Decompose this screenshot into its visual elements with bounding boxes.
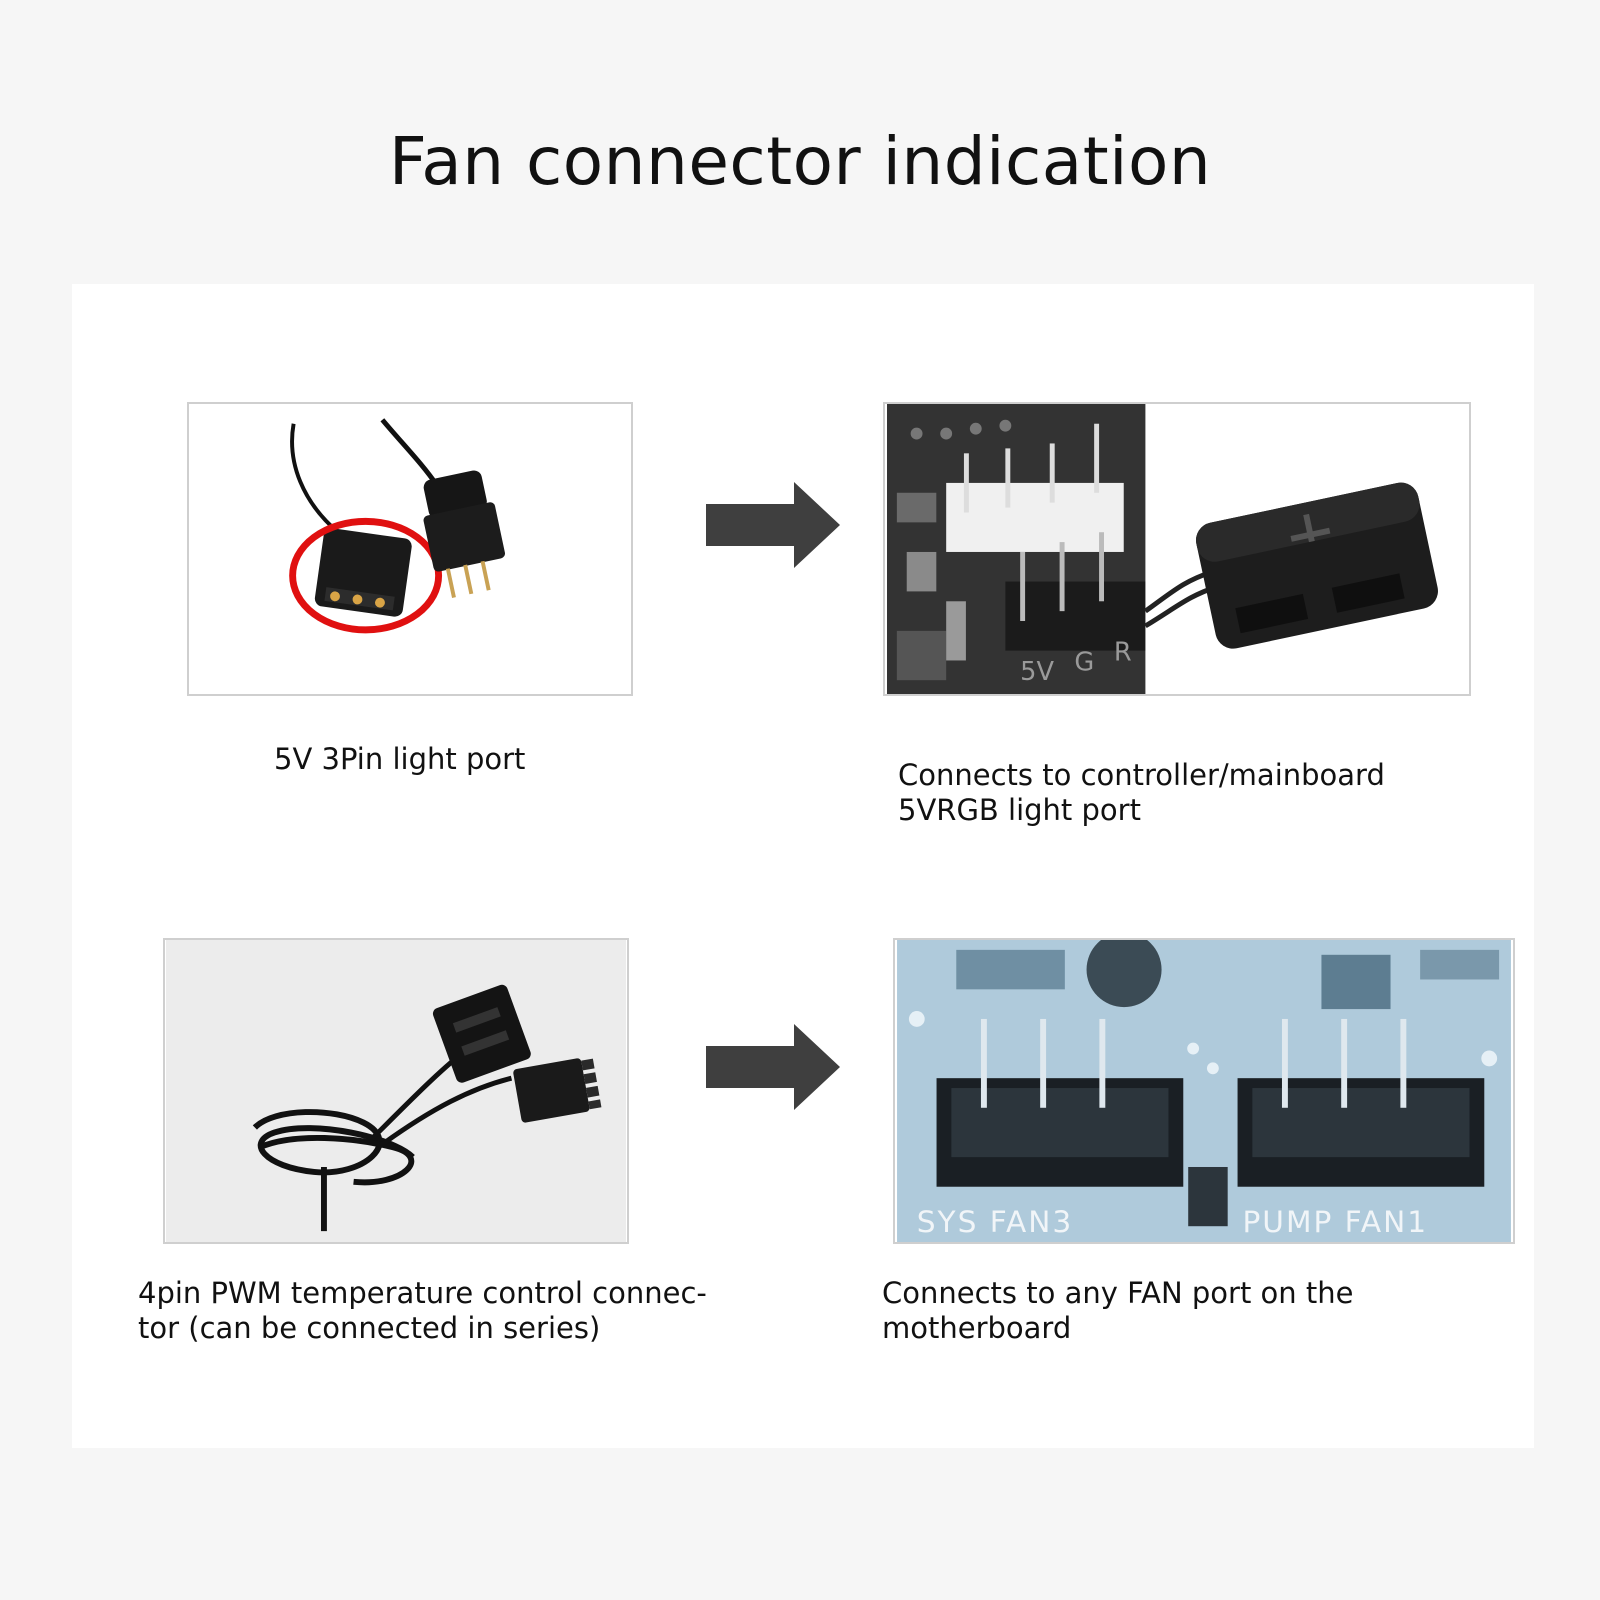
caption-fan-port-line2: motherboard	[882, 1311, 1072, 1345]
board-silk-5v: 5V	[1020, 657, 1054, 687]
caption-5vrgb-line2: 5VRGB light port	[898, 793, 1141, 827]
caption-5vrgb-line1: Connects to controller/mainboard	[898, 758, 1385, 792]
board-label-sys-fan3: SYS FAN3	[917, 1205, 1073, 1239]
arrow-right-icon	[706, 1024, 840, 1110]
caption-4pin-line1: 4pin PWM temperature control connec-	[138, 1276, 707, 1310]
photo-motherboard-fan-headers: SYS FAN3 PUMP FAN1	[893, 938, 1515, 1244]
caption-3pin-light-port: 5V 3Pin light port	[274, 742, 526, 776]
caption-4pin-pwm-connector: 4pin PWM temperature control connec- tor…	[138, 1276, 707, 1346]
board-label-pump-fan1: PUMP FAN1	[1242, 1205, 1428, 1239]
photo-5vrgb-header-and-controller: 5V G R	[883, 402, 1471, 696]
photo-3pin-light-connector	[187, 402, 633, 696]
highlight-circle-icon	[289, 517, 443, 634]
board-silk-g: G	[1074, 647, 1094, 677]
board-silk-r: R	[1114, 637, 1132, 667]
page-title: Fan connector indication	[388, 123, 1212, 200]
caption-4pin-line2: tor (can be connected in series)	[138, 1311, 601, 1345]
arrow-right-icon	[706, 482, 840, 568]
photo-4pin-pwm-connector	[163, 938, 629, 1244]
caption-fan-port-connection: Connects to any FAN port on the motherbo…	[882, 1276, 1353, 1346]
caption-5vrgb-connection: Connects to controller/mainboard 5VRGB l…	[898, 758, 1385, 828]
caption-fan-port-line1: Connects to any FAN port on the	[882, 1276, 1354, 1310]
